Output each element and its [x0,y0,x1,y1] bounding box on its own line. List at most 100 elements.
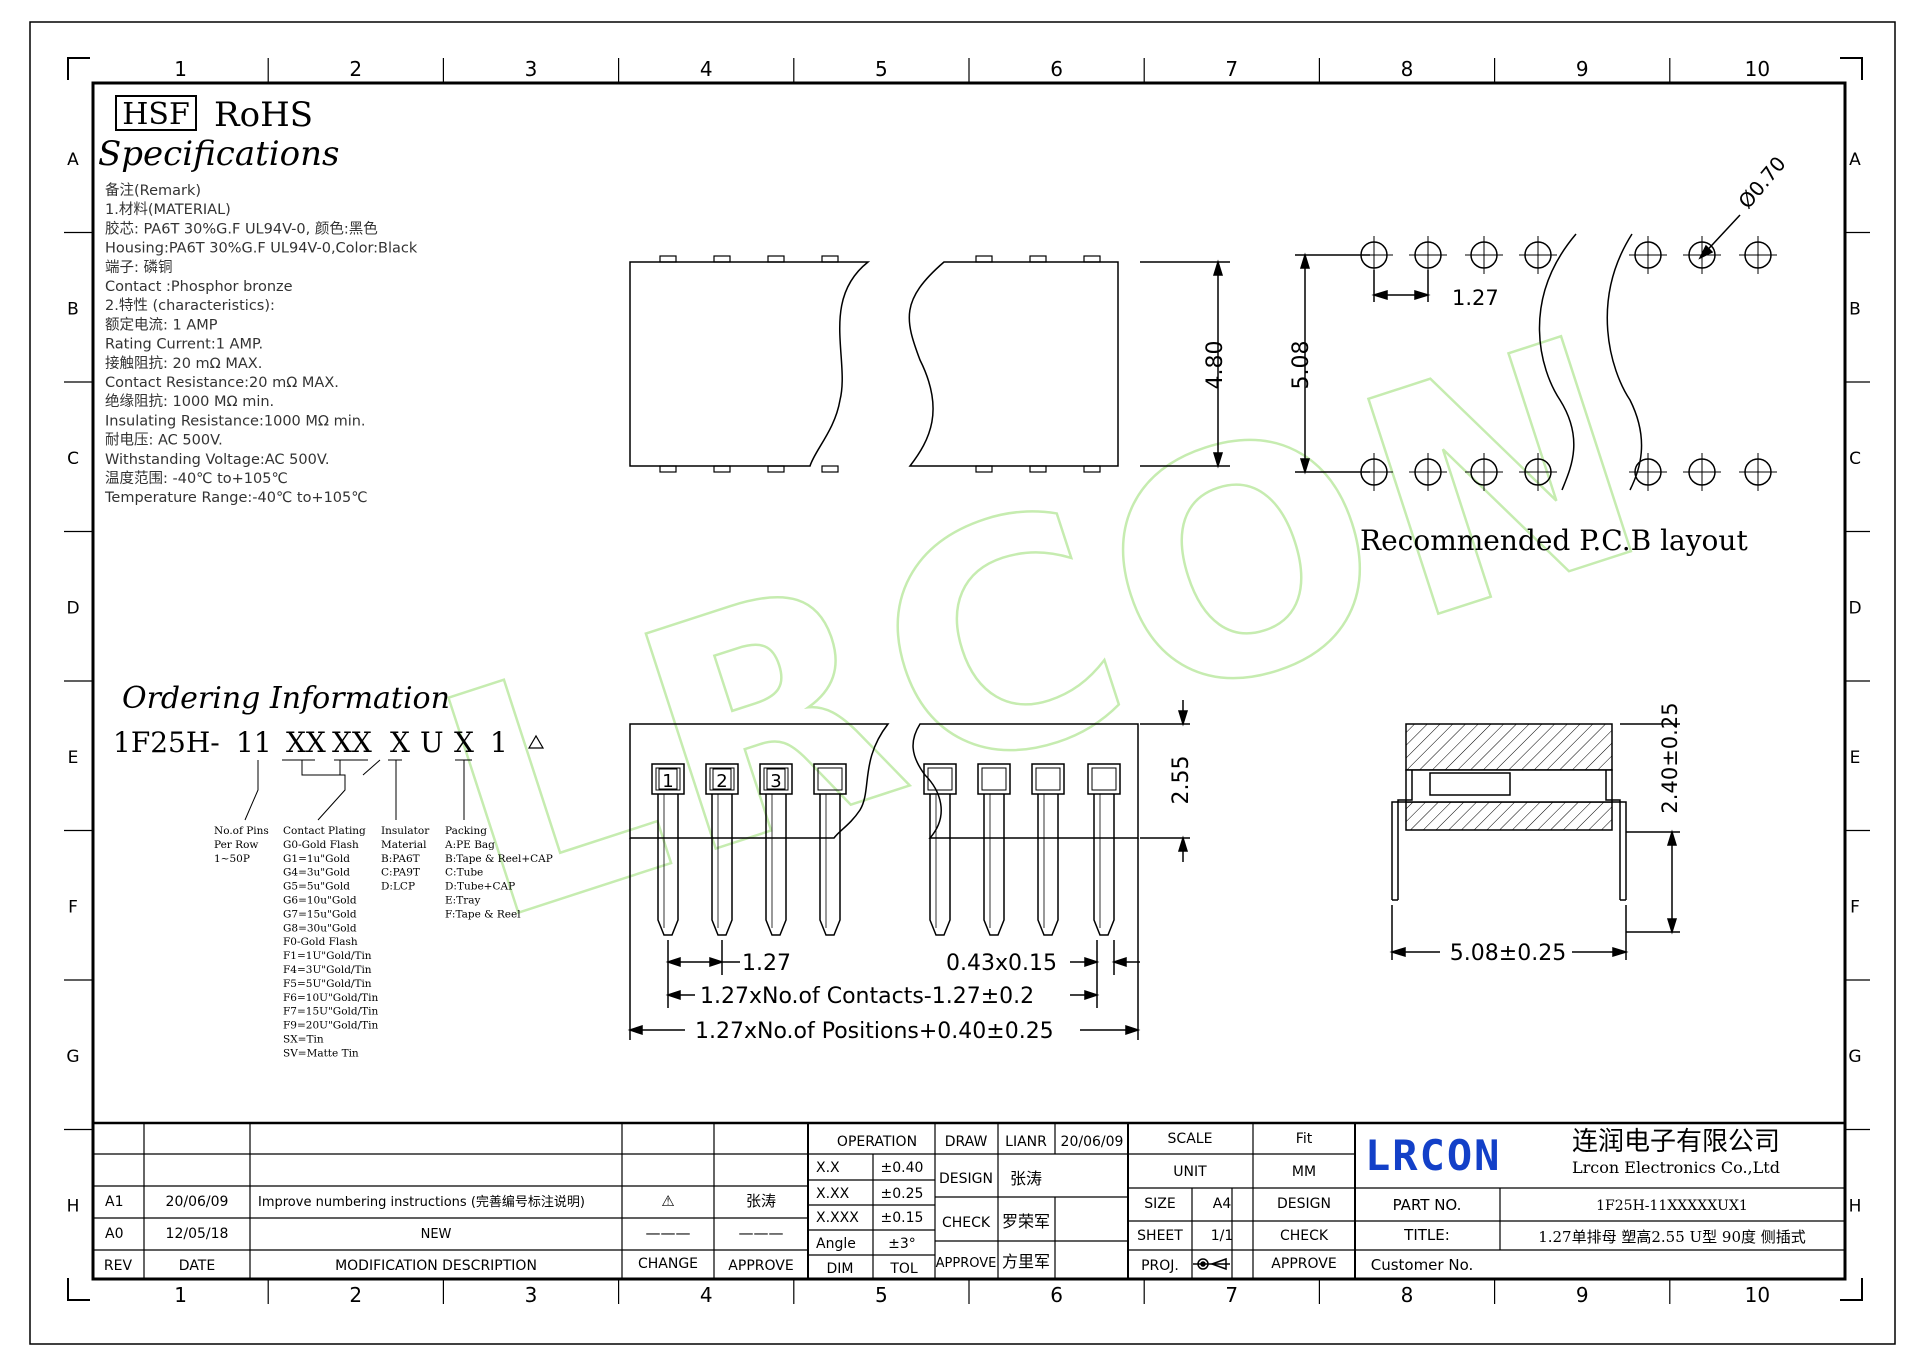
desc-header: MODIFICATION DESCRIPTION [335,1258,537,1274]
zone-col-bottom: 5 [875,1283,888,1307]
bottom-pin-stub [767,465,785,473]
pin-cavity-inner [655,767,681,791]
ordering-option: F0-Gold Flash [283,936,358,948]
part-no-label: PART NO. [1393,1196,1462,1214]
ordering-option: F1=1U"Gold/Tin [283,950,372,962]
title-block-grid [93,1121,1845,1279]
pin-cavity-inner [709,767,735,791]
zone-col-top: 3 [525,57,538,81]
rev-date: 20/06/09 [166,1194,229,1210]
title-label: TITLE: [1403,1226,1450,1244]
ordering-option: F5=5U"Gold/Tin [283,978,372,990]
pin-cavity-inner [981,767,1007,791]
pin-cavity [705,763,739,795]
dim-label: DIM [827,1261,854,1277]
approve-name: 方里军 [1002,1252,1050,1271]
zone-row-right: B [1849,299,1861,319]
company-name-cn: 连润电子有限公司 [1572,1127,1780,1157]
spec-line: Insulating Resistance:1000 MΩ min. [105,413,366,429]
ordering-option: F4=3U"Gold/Tin [283,964,372,976]
spec-line: Rating Current:1 AMP. [105,337,263,353]
title-value: 1.27单排母 塑高2.55 U型 90度 侧插式 [1538,1228,1806,1246]
zone-col-top: 1 [174,57,187,81]
pin-numbers: 1 2 3 [658,768,786,792]
pcb-caption: Recommended P.C.B layout [1360,524,1748,557]
pin-leg [983,794,1005,936]
tol-label: TOL [889,1261,918,1277]
zone-row-left: G [66,1047,79,1067]
ordering-option: 1~50P [214,853,250,865]
code-part: XX [286,726,326,759]
pin-leg [1093,794,1115,936]
tol-value: ±0.15 [881,1210,924,1226]
corner-marks [67,57,1863,1301]
code-part: X [454,726,474,759]
check2-label: CHECK [1280,1228,1329,1244]
bottom-pin-stub [713,465,731,473]
zone-row-left: F [68,897,78,917]
code-part: X [390,726,410,759]
zone-row-right: G [1848,1047,1861,1067]
operation-label: OPERATION [837,1134,917,1150]
spec-line: 胶芯: PA6T 30%G.F UL94V-0, 颜色:黑色 [105,220,378,237]
pin-number: 1 [662,771,673,792]
pin-cavity [977,763,1011,795]
top-height-dim: 4.80 [1203,341,1228,390]
part-no-value: 1F25H-11XXXXXUX1 [1596,1198,1748,1214]
ordering-option: B:Tape & Reel+CAP [445,853,553,865]
projection-symbol-icon [1193,1257,1230,1271]
tol-value: ±0.25 [881,1186,924,1202]
zone-row-right: C [1849,449,1861,469]
ordering-option: Contact Plating [283,825,366,837]
rohs-label: RoHS [214,95,313,135]
ordering-option: G5=5u"Gold [283,881,350,893]
ordering-option: SX=Tin [283,1034,324,1046]
pin-cavity-inner [817,767,843,791]
size-label: SIZE [1144,1196,1175,1212]
size-value: A4 [1213,1196,1232,1212]
unit-value: MM [1292,1164,1316,1180]
end-width-dim: 5.08±0.25 [1450,941,1566,966]
zone-col-top: 7 [1225,57,1238,81]
rev-header: REV [104,1258,133,1274]
specifications-title: Specifications [98,134,339,174]
revision-triangle-icon [527,734,545,749]
rev-description: NEW [421,1227,452,1242]
ordering-option: F9=20U"Gold/Tin [283,1020,378,1032]
spec-line: 2.特性 (characteristics): [105,297,275,314]
zone-col-top: 9 [1576,57,1589,81]
end-view [1389,723,1680,960]
top-pin-stub [767,255,785,263]
check-name: 罗荣军 [1002,1212,1050,1231]
rev-date: 12/05/18 [166,1226,229,1242]
pin-number: 2 [716,771,727,792]
ordering-option: SV=Matte Tin [283,1047,359,1059]
pin-number: 3 [770,771,781,792]
zone-col-bottom: 10 [1745,1283,1770,1307]
check-label: CHECK [942,1215,991,1231]
contacts-length-dim: 1.27xNo.of Contacts-1.27±0.2 [700,984,1034,1009]
ordering-option: No.of Pins [214,825,269,837]
zone-col-bottom: 4 [700,1283,713,1307]
ordering-option: A:PE Bag [444,839,495,851]
pin-number-box [712,768,732,790]
pin-cavity [813,763,847,795]
zone-row-right: D [1848,598,1861,618]
side-view [627,700,1190,1040]
unit-label: UNIT [1173,1164,1207,1180]
pin-cavity [759,763,793,795]
scale-value: Fit [1296,1131,1313,1147]
pin-cavity [1087,763,1121,795]
zone-col-bottom: 2 [349,1283,362,1307]
top-pin-stub [713,255,731,263]
side-height-dim: 2.55 [1169,756,1194,805]
zone-col-top: 6 [1050,57,1063,81]
spec-line: 端子: 磷铜 [105,259,173,276]
outer-border [29,21,1896,1345]
ordering-option: E:Tray [445,895,480,907]
ordering-title: Ordering Information [122,681,450,716]
spec-line: Contact Resistance:20 mΩ MAX. [105,375,339,391]
pin-leg [929,794,951,936]
